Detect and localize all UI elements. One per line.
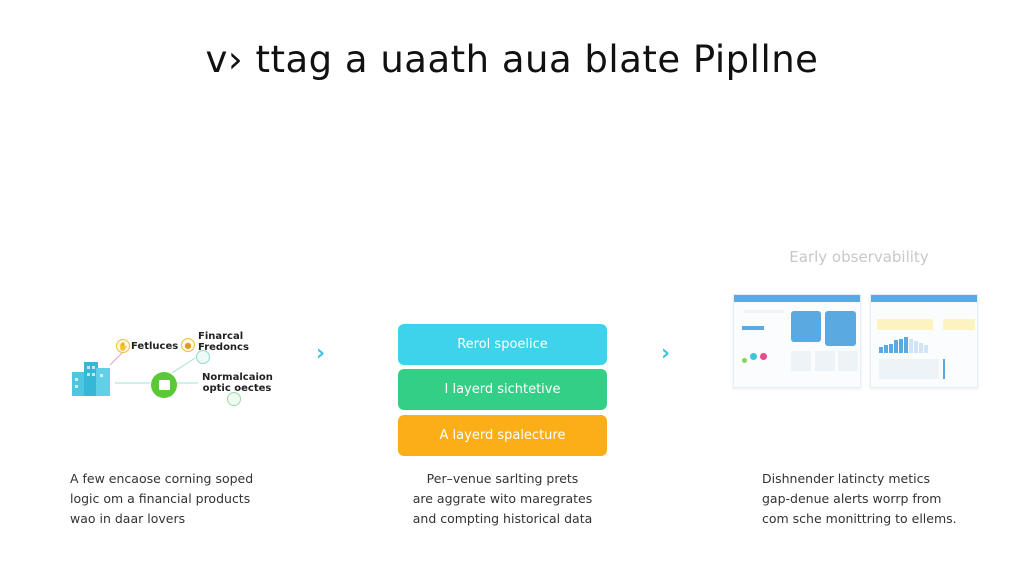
caption-line: A few encaose corning soped [70,471,254,486]
building-icon [72,362,110,396]
hub-node [151,372,177,398]
person-icon: ● [181,338,195,352]
caption-line: Dishnender latincty metics [762,471,931,486]
document-icon [196,350,210,364]
dashboard-header-bar [734,295,860,302]
page-title: v› ttag a uaath aua blate Pipllne [205,38,819,81]
label-financial: Finarcal Fredoncs [198,331,249,353]
caption-line: and compting historical data [412,511,593,526]
connector-lines [109,349,198,384]
layer-top: Rerol spoelice [398,324,607,365]
caption-line: Per–venue sarlting prets [426,471,579,486]
left-caption: A few encaose corning soped logic om a f… [70,469,253,529]
middle-caption: Per–venue sarlting prets are aggrate wit… [398,469,607,529]
caption-line: com sche monittring to ellems. [762,511,957,526]
layer-bottom: A layerd spalecture [398,415,607,456]
caption-line: wao in daar lovers [70,511,186,526]
arrow-chevron-icon: › [316,341,326,366]
caption-line: are aggrate wito maregrates [412,491,593,506]
dashboard-header-bar [871,295,977,302]
dashboard-screenshot-left [733,294,861,388]
calendar-icon [158,380,170,390]
label-features: Fetluces [131,341,179,352]
observability-heading: Early observability [789,248,929,266]
caption-line: gap-denue alerts worrp from [762,491,942,506]
label-normalization: Normalcaion optic oectes [202,372,273,394]
caption-line: logic om a financial products [70,491,251,506]
dashboard-screenshot-right [870,294,978,388]
arrow-chevron-icon: › [661,341,671,366]
layer-middle: I layerd sichtetive [398,369,607,410]
bar-chart-thumbnail [879,337,928,353]
right-caption: Dishnender latincty metics gap-denue ale… [762,469,957,529]
hand-icon: ✋ [116,339,130,353]
sources-diagram: ✋ Fetluces ● Finarcal Fredoncs Normalcai… [60,320,280,410]
gear-icon [227,392,241,406]
